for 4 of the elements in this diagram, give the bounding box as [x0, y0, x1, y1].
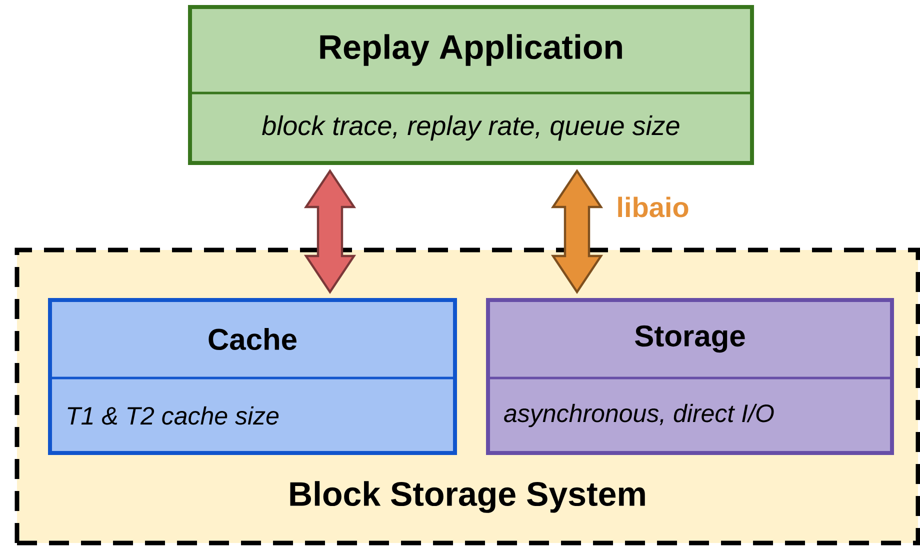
process-box: Storage asynchronous, direct I/O — [486, 298, 894, 455]
edge-label: libaio — [614, 194, 692, 220]
process-box: Replay Application block trace, replay rate, queue size — [188, 5, 754, 165]
process-box: Cache T1 & T2 cache size — [48, 298, 457, 455]
